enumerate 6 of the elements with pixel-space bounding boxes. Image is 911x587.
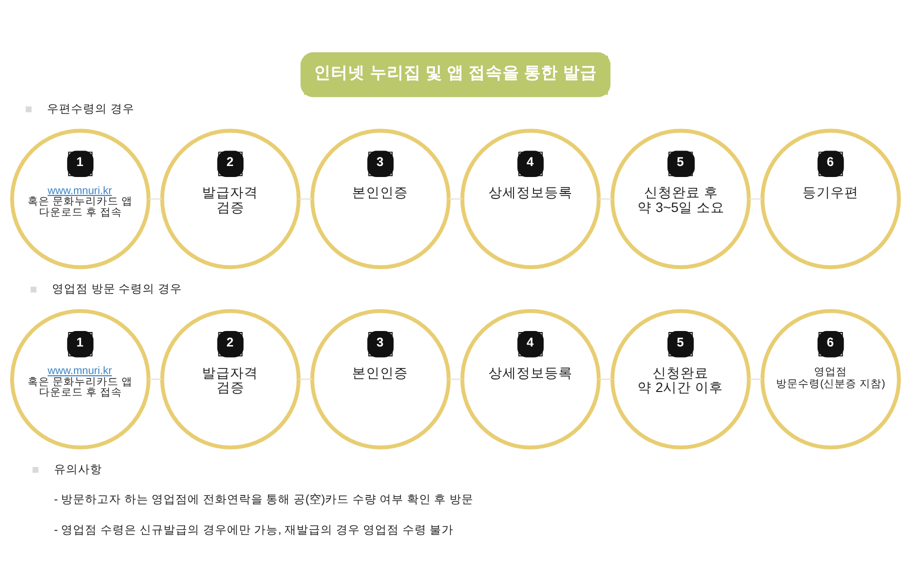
label: - 영업점 수령은 신규발급의 경우에만 가능, 재발급의 경우 영업점 수령 불가 [54, 523, 454, 536]
label: - 방문하고자 하는 영업점에 전화연락을 통해 공(空)카드 수량 여부 확인 후 방문 [54, 493, 474, 506]
label: 유의사항 [54, 462, 102, 476]
label: 영업점 방문 수령의 경우 [52, 282, 182, 296]
label: 우편수령의 경우 [47, 102, 134, 116]
diagram-title: 인터넷 누리집 및 앱 접속을 통한 발급 [314, 63, 597, 82]
